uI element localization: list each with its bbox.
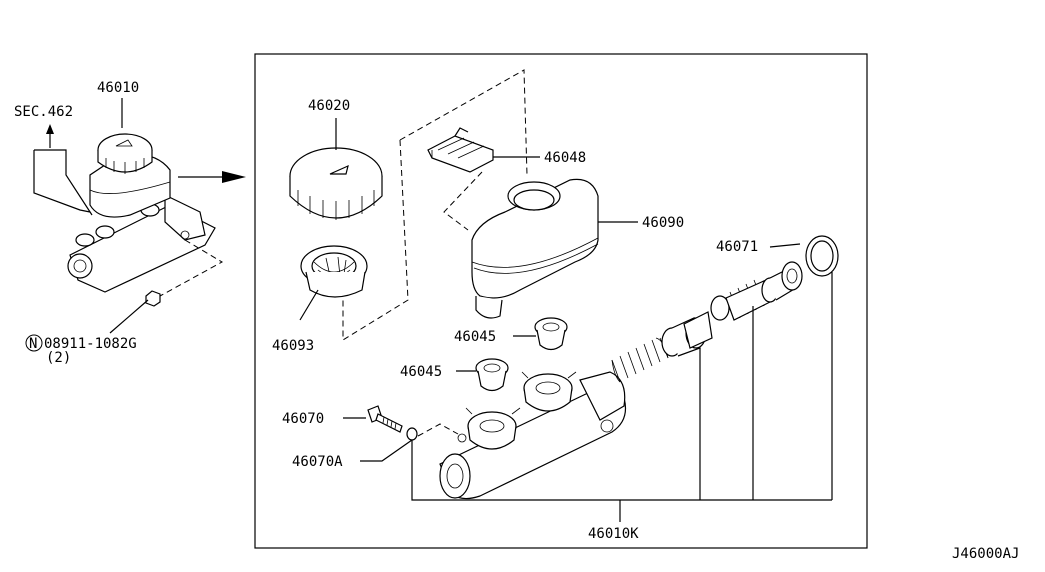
detail-frame bbox=[254, 53, 868, 549]
overview-assembly bbox=[33, 98, 246, 334]
washer-46070A bbox=[360, 423, 459, 462]
label-qty-2: (2) bbox=[46, 350, 71, 366]
piston-primary bbox=[710, 261, 803, 321]
label-46045-upper: 46045 bbox=[454, 329, 496, 345]
diagram-code: J46000AJ bbox=[952, 546, 1019, 562]
seal-46045-lower bbox=[456, 358, 509, 392]
cylinder-body bbox=[439, 371, 627, 500]
label-n-circle bbox=[25, 334, 43, 352]
label-n-letter: N bbox=[29, 336, 37, 352]
label-08911-1082g: 08911-1082G bbox=[44, 336, 137, 352]
reservoir-46090 bbox=[471, 178, 638, 319]
connector-46048 bbox=[427, 127, 540, 173]
label-46070a: 46070A bbox=[292, 454, 343, 470]
kit-bracket bbox=[411, 272, 833, 522]
label-46070: 46070 bbox=[282, 411, 324, 427]
cap-46020 bbox=[289, 118, 383, 220]
label-46071: 46071 bbox=[716, 239, 758, 255]
piston-secondary bbox=[661, 311, 713, 357]
strainer-46093 bbox=[299, 245, 368, 321]
bolt-46070 bbox=[343, 405, 403, 433]
label-46048: 46048 bbox=[544, 150, 586, 166]
label-sec-462: SEC.462 bbox=[14, 104, 73, 120]
label-46010k: 46010K bbox=[588, 526, 639, 542]
label-46020: 46020 bbox=[308, 98, 350, 114]
label-46093: 46093 bbox=[272, 338, 314, 354]
label-46045-lower: 46045 bbox=[400, 364, 442, 380]
seal-46045-upper bbox=[513, 317, 568, 351]
label-46010: 46010 bbox=[97, 80, 139, 96]
ring-46071 bbox=[769, 235, 839, 277]
label-46090: 46090 bbox=[642, 215, 684, 231]
spring-small bbox=[611, 337, 669, 383]
